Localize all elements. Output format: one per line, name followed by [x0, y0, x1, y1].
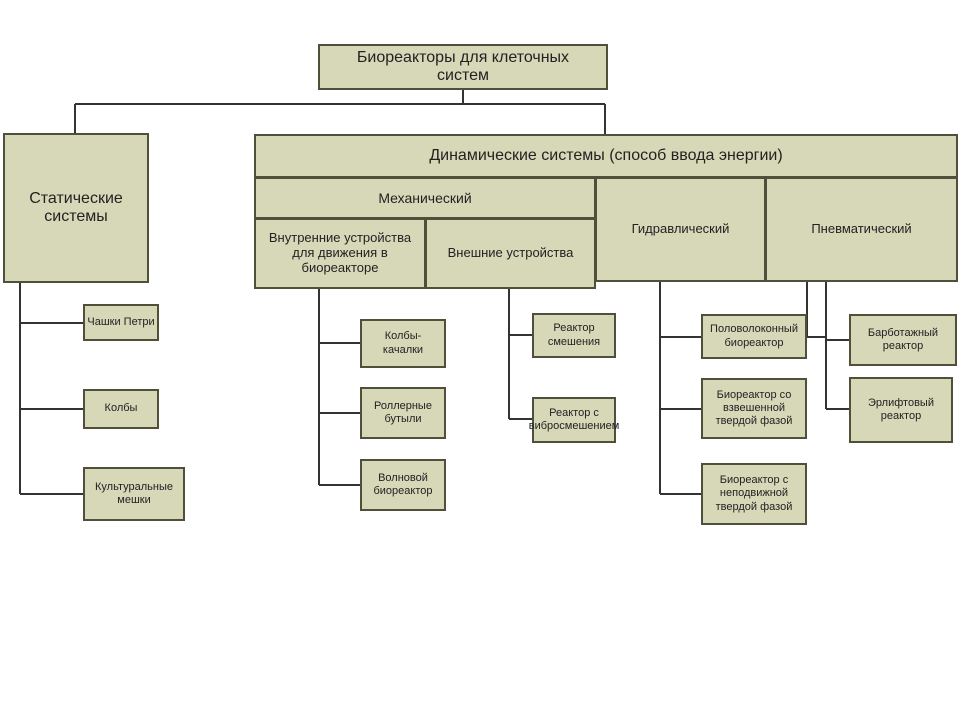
static-item-bags: Культуральные мешки: [83, 467, 185, 521]
root-node: Биореакторы для клеточных систем: [318, 44, 608, 90]
external-item-mixing-reactor: Реактор смешения: [532, 313, 616, 358]
internal-devices-node: Внутренние устройства для движения в био…: [254, 218, 426, 289]
mechanical-node: Механический: [254, 177, 596, 219]
internal-item-wave-bioreactor: Волновой биореактор: [360, 459, 446, 511]
static-item-flasks: Колбы: [83, 389, 159, 429]
external-item-vibromixing-reactor: Реактор с вибросмешением: [529, 397, 619, 443]
hydraulic-node: Гидравлический: [595, 177, 766, 282]
static-systems-node: Статические системы: [3, 133, 149, 283]
dynamic-systems-node: Динамические системы (способ ввода энерг…: [254, 134, 958, 178]
hydraulic-item-suspended-phase: Биореактор со взвешенной твердой фазой: [701, 378, 807, 439]
internal-item-shake-flasks: Колбы-качалки: [360, 319, 446, 368]
hydraulic-item-fixed-phase: Биореактор с неподвижной твердой фазой: [701, 463, 807, 525]
pneumatic-item-airlift-reactor: Эрлифтовый реактор: [849, 377, 953, 443]
pneumatic-item-bubble-reactor: Барботажный реактор: [849, 314, 957, 366]
pneumatic-node: Пневматический: [765, 177, 958, 282]
external-devices-node: Внешние устройства: [425, 218, 596, 289]
static-item-petri: Чашки Петри: [83, 304, 159, 341]
internal-item-roller-bottles: Роллерные бутыли: [360, 387, 446, 439]
hydraulic-item-hollow-fiber: Половолоконный биореактор: [701, 314, 807, 359]
